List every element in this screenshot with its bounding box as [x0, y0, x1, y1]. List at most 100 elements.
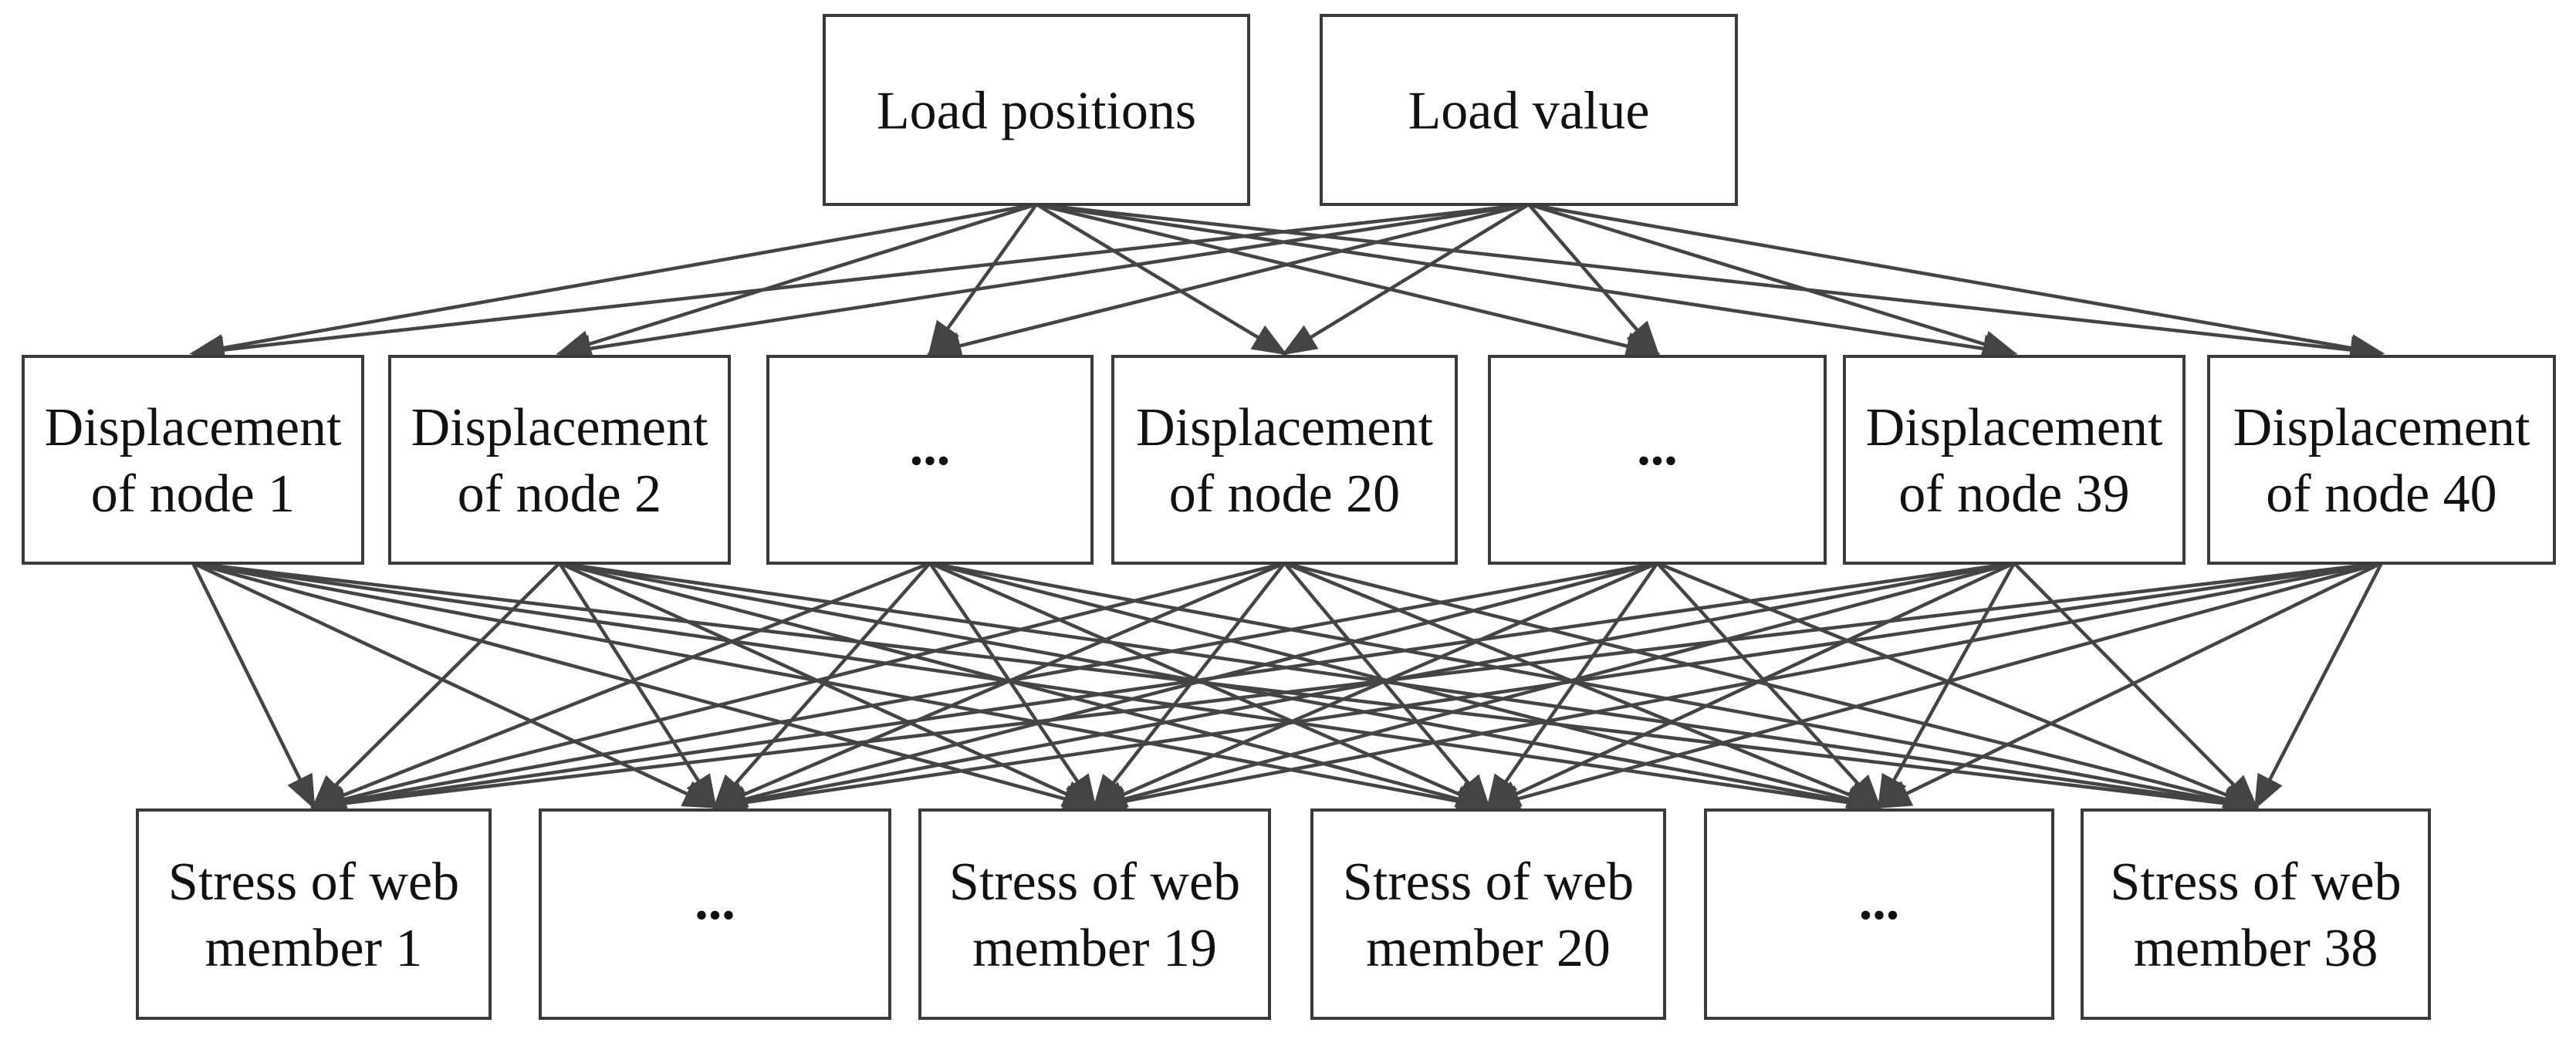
input-to-hidden-arrow — [928, 203, 1038, 356]
input-to-hidden-arrow — [1035, 203, 1288, 356]
hidden-to-output-arrow — [712, 561, 2015, 815]
hidden-box — [1488, 355, 1827, 565]
output-node-stress-ellipsis-a: ... — [539, 808, 891, 1020]
hidden-box — [1111, 355, 1458, 565]
node-label: Stress of web — [2110, 852, 2401, 912]
hidden-to-output-arrow — [559, 561, 1883, 815]
hidden-to-output-arrow — [192, 561, 1883, 817]
hidden-to-output-arrow — [310, 561, 931, 809]
node-label: of node 20 — [1169, 464, 1400, 524]
node-label: of node 40 — [2266, 464, 2497, 524]
hidden-to-output-arrow — [1283, 561, 1883, 809]
hidden-box — [766, 355, 1094, 565]
input-to-hidden-arrow — [1528, 202, 2018, 358]
node-label: Displacement — [1866, 398, 2163, 457]
input-to-hidden-arrow — [1528, 202, 2385, 362]
input-to-hidden-arrow — [926, 202, 1530, 359]
hidden-to-output-arrow — [928, 562, 1097, 810]
node-label: Displacement — [1136, 398, 1433, 457]
hidden-to-output-arrow — [929, 561, 2260, 815]
hidden-to-output-arrow — [712, 561, 2382, 816]
node-label: member 20 — [1366, 919, 1611, 978]
node-label: Load value — [1408, 82, 1650, 141]
ellipsis-label: ... — [695, 872, 735, 931]
input-to-hidden-arrow — [1527, 203, 1660, 356]
hidden-to-output-arrow — [310, 561, 1286, 813]
input-node-load-positions: Load positions — [823, 14, 1250, 206]
hidden-to-output-arrow — [712, 562, 931, 810]
hidden-node-disp-2: Displacement of node 2 — [388, 355, 731, 565]
node-label: Displacement — [411, 398, 708, 457]
ellipsis-label: ... — [1859, 872, 1900, 931]
hidden-box — [22, 355, 364, 565]
hidden-box — [2207, 355, 2556, 565]
node-label: of node 1 — [91, 464, 295, 524]
connection-lines — [189, 202, 2385, 818]
input-to-hidden-arrow — [1036, 202, 2018, 363]
hidden-to-output-arrow — [1486, 562, 1659, 810]
hidden-to-output-arrow — [1656, 561, 2260, 809]
node-label: Load positions — [877, 82, 1196, 141]
input-box — [823, 14, 1250, 206]
hidden-to-output-arrow — [1875, 561, 2382, 809]
output-box — [136, 808, 492, 1020]
output-node-stress-ellipsis-b: ... — [1704, 808, 2054, 1020]
hidden-to-output-arrow — [2013, 562, 2259, 810]
input-to-hidden-arrow — [189, 202, 1037, 362]
output-box — [918, 808, 1271, 1020]
node-label: Stress of web — [949, 852, 1240, 912]
input-to-hidden-arrow — [1036, 202, 1661, 360]
node-label: Stress of web — [168, 852, 459, 912]
node-label: Stress of web — [1343, 852, 1634, 912]
hidden-to-output-arrow — [192, 561, 1492, 815]
hidden-node-disp-ellipsis-b: ... — [1488, 355, 1827, 565]
input-to-hidden-arrow — [556, 202, 1037, 358]
hidden-to-output-arrow — [559, 561, 1492, 813]
hidden-to-output-arrow — [310, 561, 1658, 815]
node-label: member 1 — [205, 919, 423, 978]
output-node-stress-19: Stress of web member 19 — [918, 808, 1271, 1020]
hidden-to-output-arrow — [1485, 561, 2382, 812]
input-to-hidden-arrow — [1281, 203, 1530, 356]
hidden-to-output-arrow — [1283, 562, 1491, 810]
output-box — [1704, 808, 2054, 1020]
hidden-to-output-arrow — [310, 561, 2382, 818]
output-box — [1310, 808, 1666, 1020]
output-box — [539, 808, 891, 1020]
node-label: member 19 — [972, 919, 1217, 978]
hidden-node-disp-ellipsis-a: ... — [766, 355, 1094, 565]
hidden-to-output-arrow — [1091, 561, 2382, 815]
hidden-to-output-arrow — [1655, 562, 1882, 810]
hidden-to-output-arrow — [2253, 562, 2383, 810]
hidden-to-output-arrow — [1877, 562, 2016, 810]
output-node-stress-20: Stress of web member 20 — [1310, 808, 1666, 1020]
hidden-to-output-arrow — [929, 561, 1492, 809]
input-box — [1320, 14, 1738, 206]
hidden-to-output-arrow — [310, 561, 2015, 817]
hidden-to-output-arrow — [1485, 561, 2015, 809]
hidden-to-output-arrow — [192, 561, 718, 809]
input-to-hidden-arrow — [556, 202, 1530, 363]
ellipsis-label: ... — [910, 417, 951, 477]
hidden-to-output-arrow — [929, 561, 1883, 813]
hidden-to-output-arrow — [712, 561, 1658, 813]
hidden-node-disp-39: Displacement of node 39 — [1843, 355, 2186, 565]
node-label: Displacement — [45, 398, 342, 457]
hidden-to-output-arrow — [311, 562, 561, 810]
node-label: of node 2 — [458, 464, 661, 524]
hidden-to-output-arrow — [712, 561, 1286, 809]
hidden-box — [388, 355, 731, 565]
hidden-to-output-arrow — [559, 561, 1098, 809]
input-to-hidden-arrow — [189, 202, 1530, 364]
output-box — [2081, 808, 2431, 1020]
hidden-node-disp-20: Displacement of node 20 — [1111, 355, 1458, 565]
input-node-load-value: Load value — [1320, 14, 1738, 206]
hidden-to-output-arrow — [191, 562, 316, 811]
node-label: of node 39 — [1898, 464, 2129, 524]
node-label: Displacement — [2233, 398, 2530, 457]
hidden-node-disp-1: Displacement of node 1 — [22, 355, 364, 565]
ellipsis-label: ... — [1637, 417, 1678, 477]
